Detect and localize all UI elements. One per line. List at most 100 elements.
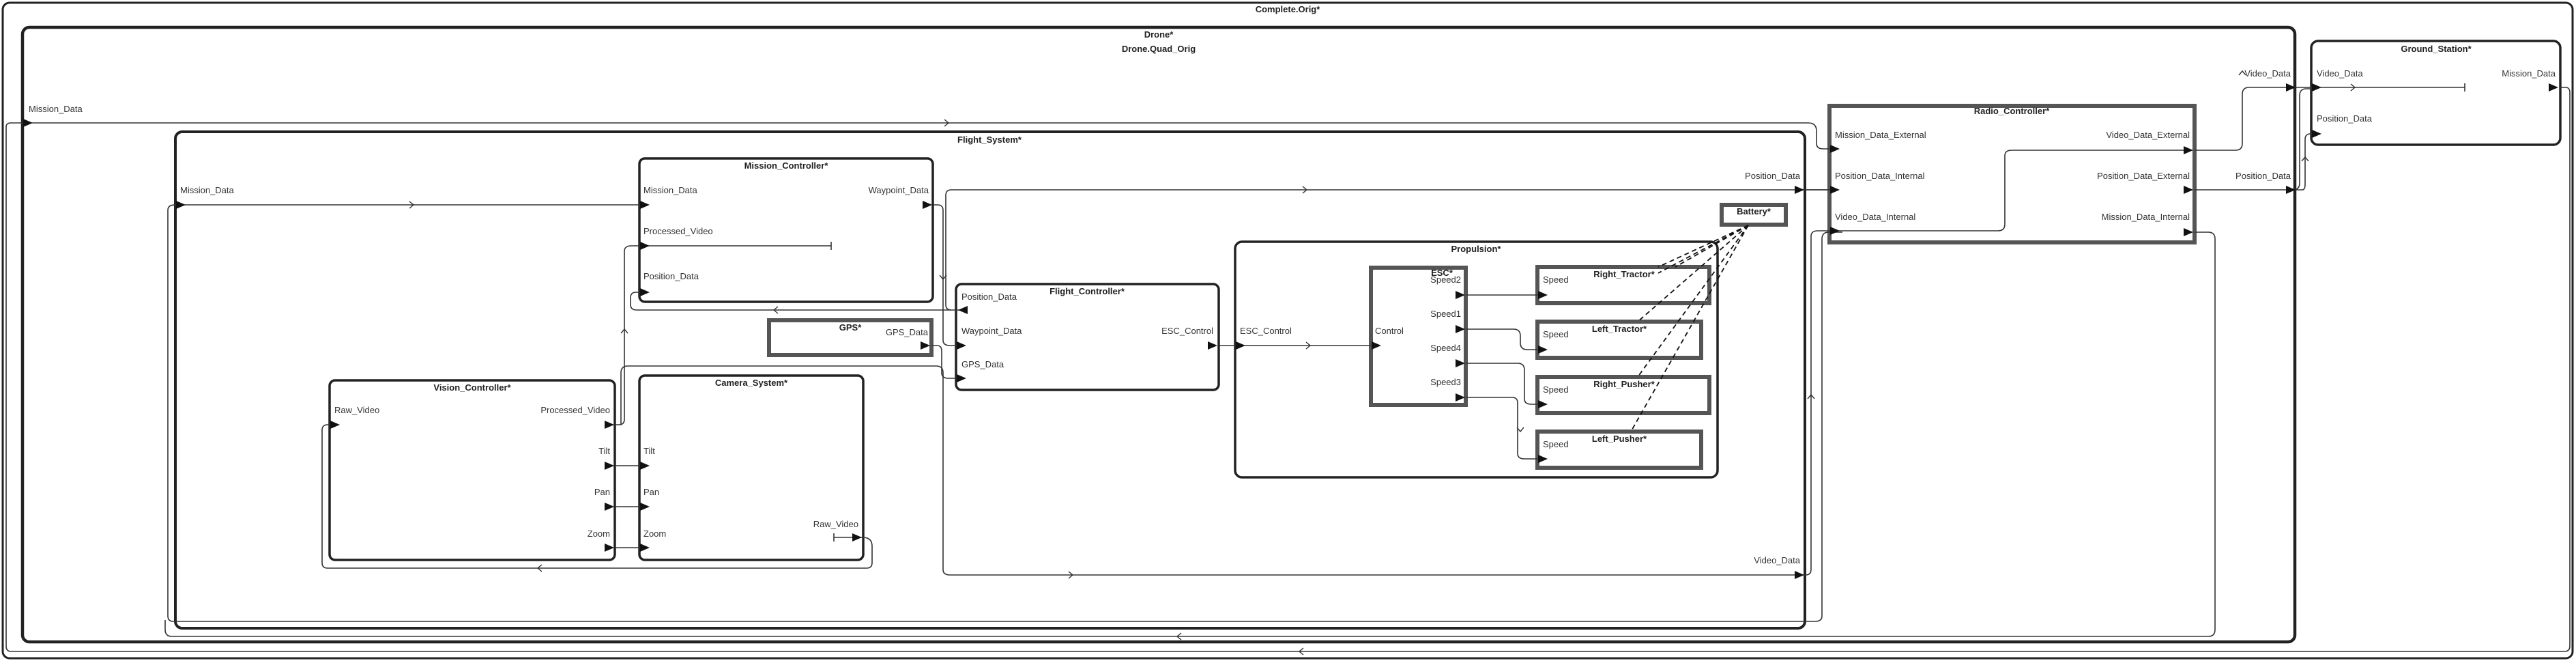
conn-position-fs-to-mc (630, 292, 951, 311)
gs-position-port-label: Position_Data (2317, 113, 2373, 124)
port-marker-fc-gps (957, 374, 966, 382)
port-marker-mc-waypoint (923, 201, 932, 209)
drone-subtitle: Drone.Quad_Orig (1122, 44, 1196, 54)
left-tractor-port-label: Speed (1543, 329, 1569, 339)
rc-video-int-label: Video_Data_Internal (1835, 212, 1915, 222)
port-marker-cs-pan (640, 503, 650, 511)
rc-position-int-label: Position_Data_Internal (1835, 171, 1925, 181)
port-marker-fs-mission (176, 201, 186, 209)
cs-pan-port-label: Pan (643, 487, 659, 497)
left-pusher-box (1535, 430, 1703, 470)
esc-box (1369, 266, 1468, 407)
fs-mission-port-label: Mission_Data (180, 185, 235, 195)
vc-tilt-port-label: Tilt (598, 446, 610, 456)
port-markers (23, 83, 2558, 579)
ground-station-title: Ground_Station* (2401, 44, 2472, 54)
gs-mission-port-label: Mission_Data (2502, 68, 2556, 79)
mc-waypoint-port-label: Waypoint_Data (869, 185, 929, 195)
port-marker-rt-speed (1538, 291, 1548, 299)
connections (5, 87, 2571, 652)
port-marker-drone-position (2286, 186, 2296, 194)
conn-position-radio-to-fs (945, 189, 1836, 311)
camera-system-box (638, 374, 865, 561)
esc-speed1-port-label: Speed1 (1430, 309, 1461, 319)
battery-title: Battery* (1737, 206, 1771, 216)
port-marker-vc-zoom (605, 544, 614, 552)
radio-controller-box (1827, 104, 2197, 244)
cs-tilt-port-label: Tilt (643, 446, 655, 456)
right-tractor-port-label: Speed (1543, 275, 1569, 285)
conn-video-fs-to-radio (1801, 230, 1834, 576)
port-marker-vc-processed (605, 421, 614, 429)
left-pusher-port-label: Speed (1543, 439, 1569, 449)
vc-raw-port-label: Raw_Video (334, 405, 379, 415)
ground-station-box (2310, 40, 2562, 146)
port-marker-vc-pan (605, 503, 614, 511)
conn-mission-internal-loop (164, 231, 2216, 637)
flight-system-title: Flight_System* (957, 135, 1022, 145)
drone-position-port-label: Position_Data (2235, 171, 2291, 181)
radio-controller-title: Radio_Controller* (1974, 106, 2050, 116)
chevron-right-icon (1305, 341, 1312, 350)
cs-zoom-port-label: Zoom (643, 529, 666, 539)
mission-controller-box (638, 157, 934, 303)
port-marker-mc-processed (640, 242, 650, 250)
chevron-right-icon (1068, 571, 1074, 579)
root-system-title: Complete.Orig* (1256, 4, 1321, 14)
conn-speed1-to-left-tractor (1466, 328, 1544, 350)
battery-power-lines (1630, 225, 1749, 432)
chevron-left-icon (536, 564, 542, 572)
flight-controller-box (955, 283, 1220, 391)
esc-speed4-port-label: Speed4 (1430, 343, 1461, 353)
port-marker-drone-mission (23, 119, 33, 127)
right-pusher-box (1535, 375, 1711, 415)
right-pusher-port-label: Speed (1543, 384, 1569, 395)
propulsion-title: Propulsion* (1451, 244, 1502, 254)
port-marker-fc-esc (1208, 341, 1217, 350)
conn-mission-drone-to-radio (31, 122, 1834, 150)
chevron-up-icon (2238, 70, 2246, 76)
port-marker-cs-zoom (640, 544, 650, 552)
chevron-up-icon (2301, 156, 2309, 162)
mc-mission-port-label: Mission_Data (643, 185, 698, 195)
rc-mission-ext-label: Mission_Data_External (1835, 130, 1926, 140)
fc-gps-port-label: GPS_Data (961, 359, 1004, 369)
conn-gs-mission-out (5, 87, 2571, 652)
port-marker-lp-speed (1538, 455, 1548, 463)
flight-controller-title: Flight_Controller* (1050, 286, 1125, 296)
right-pusher-title: Right_Pusher* (1593, 379, 1655, 389)
right-tractor-title: Right_Tractor* (1593, 269, 1655, 279)
port-marker-mc-mission (640, 201, 650, 209)
chevron-up-icon (620, 328, 628, 334)
drone-video-port-label: Video_Data (2244, 68, 2291, 79)
port-marker-rp-speed (1538, 400, 1548, 408)
vc-pan-port-label: Pan (594, 487, 610, 497)
vc-processed-port-label: Processed_Video (540, 405, 610, 415)
esc-speed2-port-label: Speed2 (1430, 275, 1461, 285)
drone-mission-port-label: Mission_Data (29, 104, 83, 114)
port-marker-gs-video (2312, 83, 2321, 92)
drone-title: Drone* (1144, 29, 1174, 40)
chevron-right-icon (2350, 83, 2356, 92)
prop-esc-port-label: ESC_Control (1240, 326, 1292, 336)
conn-gps-to-fc (931, 345, 962, 379)
chevron-down-icon (1516, 427, 1524, 433)
port-marker-gs-mission (2549, 83, 2558, 92)
battery-line-right-tractor (1658, 225, 1749, 268)
port-marker-prop-esc (1236, 341, 1245, 350)
port-marker-esc-speed1 (1456, 325, 1465, 333)
conn-video-radio-out (2195, 87, 2313, 151)
vision-controller-title: Vision_Controller* (433, 382, 511, 393)
left-pusher-title: Left_Pusher* (1592, 434, 1647, 444)
chevron-up-icon (1807, 393, 1815, 399)
port-marker-cs-raw (852, 533, 862, 542)
cs-raw-port-label: Raw_Video (813, 519, 858, 529)
battery-line-left-pusher (1630, 225, 1749, 432)
chevron-left-icon (772, 306, 779, 314)
mission-controller-title: Mission_Controller* (744, 160, 829, 171)
port-marker-esc-control (1372, 341, 1381, 350)
conn-waypoint-mc-to-fc (934, 204, 962, 346)
port-marker-drone-video (2286, 83, 2296, 92)
flow-chevrons (409, 70, 2356, 656)
mc-position-port-label: Position_Data (643, 271, 699, 281)
